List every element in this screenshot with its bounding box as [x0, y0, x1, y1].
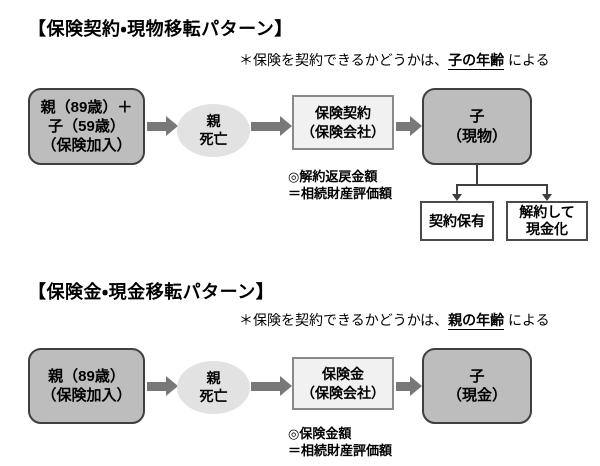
caption-line: ＝相続財産評価額	[288, 443, 393, 458]
note-prefix: ＊保険を契約できるかどうかは、	[239, 312, 449, 328]
ellipse-line: 死亡	[199, 387, 228, 404]
arrow-down-icon	[452, 194, 462, 201]
keep-contract-box: 契約保有	[420, 201, 494, 241]
branch-cross-line	[456, 184, 548, 186]
box-line: （現金）	[446, 387, 507, 404]
arrow-head	[410, 376, 422, 396]
note-emphasis-parent-age: 親の年齢	[448, 312, 505, 330]
branch-stem-line	[476, 165, 478, 186]
arrow-shaft	[251, 381, 280, 391]
caption-line: ◎解約返戻金額	[288, 169, 378, 184]
flow-arrow-icon	[251, 115, 292, 137]
child-in-kind-box: 子 （現物）	[422, 88, 532, 165]
section2-note: ＊保険を契約できるかどうかは、親の年齢 による	[239, 312, 550, 330]
box-line: 契約保有	[429, 212, 485, 229]
box-line: 保険契約	[315, 105, 371, 122]
arrow-shaft	[396, 121, 410, 131]
box-line: 親（89歳）	[48, 367, 125, 385]
branch-drop-line	[546, 184, 548, 195]
arrow-head	[410, 116, 422, 136]
benefit-amount-caption: ◎保険金額 ＝相続財産評価額	[288, 425, 392, 459]
box-line: 親（89歳）＋	[40, 98, 133, 116]
arrow-shaft	[147, 121, 166, 131]
parent-death-ellipse: 親 死亡	[177, 104, 250, 157]
insurance-benefit-box: 保険金 （保険会社）	[292, 357, 394, 410]
box-line: （保険加入）	[41, 137, 132, 155]
box-line: 現金化	[526, 221, 568, 237]
arrow-head	[280, 376, 292, 396]
note-prefix: ＊保険を契約できるかどうかは、	[239, 52, 449, 68]
parent-death-ellipse: 親 死亡	[177, 361, 250, 414]
box-line: （保険加入）	[41, 387, 132, 404]
box-line: 子（59歳）	[48, 117, 125, 135]
arrow-shaft	[147, 381, 166, 391]
flow-arrow-icon	[147, 375, 178, 397]
box-line: （保険会社）	[301, 123, 385, 140]
flow-arrow-icon	[396, 375, 422, 397]
flow-arrow-icon	[147, 115, 178, 137]
caption-line: ＝相続財産評価額	[288, 186, 393, 201]
ellipse-line: 親	[206, 370, 221, 386]
child-cash-box: 子 （現金）	[422, 348, 532, 424]
insurance-contract-box: 保険契約 （保険会社）	[292, 95, 394, 150]
note-suffix: による	[504, 52, 550, 68]
arrow-head	[166, 116, 178, 136]
surrender-value-caption: ◎解約返戻金額 ＝相続財産評価額	[288, 168, 392, 202]
arrow-shaft	[251, 121, 280, 131]
box-line: （保険会社）	[301, 384, 385, 401]
box-line: （現物）	[446, 127, 507, 145]
box-line: 解約して	[519, 204, 575, 221]
arrow-down-icon	[542, 194, 552, 201]
caption-line: ◎保険金額	[288, 426, 352, 441]
flow-arrow-icon	[396, 115, 422, 137]
arrow-head	[166, 376, 178, 396]
arrow-head	[280, 116, 292, 136]
parent-insured-box: 親（89歳） （保険加入）	[28, 348, 145, 424]
note-emphasis-child-age: 子の年齢	[448, 52, 505, 70]
section1-title: 【保険契約・現物移転パターン】	[28, 19, 293, 39]
box-line: 子	[469, 367, 485, 385]
flow-arrow-icon	[251, 375, 292, 397]
branch-drop-line	[456, 184, 458, 195]
ellipse-line: 死亡	[199, 130, 228, 147]
section2-title: 【保険金・現金移転パターン】	[28, 282, 275, 302]
arrow-shaft	[396, 381, 410, 391]
box-line: 保険金	[322, 366, 364, 383]
box-line: 子	[469, 108, 485, 126]
note-suffix: による	[504, 312, 550, 328]
cancel-to-cash-box: 解約して 現金化	[506, 201, 588, 241]
ellipse-line: 親	[206, 113, 221, 129]
section1-note: ＊保険を契約できるかどうかは、子の年齢 による	[239, 52, 550, 70]
parent-child-insured-box: 親（89歳）＋ 子（59歳） （保険加入）	[28, 88, 145, 165]
